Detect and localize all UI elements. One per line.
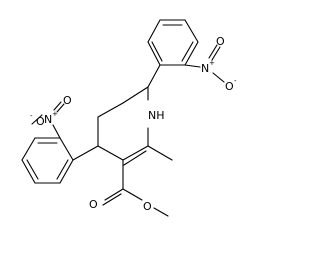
top-nitrophenyl-ring [147,19,199,66]
molecule-structure: N + O O - NH N [21,19,237,217]
top-nitro-minus: - [234,77,237,85]
top-nitro-plus: + [209,59,215,67]
left-nitro-minus: - [30,112,33,120]
left-nitro-plus: + [52,110,58,118]
left-nitro-group: N + O O - [30,94,72,139]
left-nitrophenyl-ring [21,137,99,184]
top-nitro-n: N [201,62,209,75]
ester-o-carbonyl: O [89,198,98,211]
top-nitro-group: N + O O - [184,35,237,93]
left-nitro-o-double: O [63,94,72,107]
central-ring: NH [97,64,165,166]
left-nitro-o-minus: O [36,115,45,128]
ester-o-methoxy: O [143,200,152,213]
methyl-ester-group: O O [89,159,169,217]
top-nitro-o-minus: O [225,80,234,93]
top-nitro-o-double: O [216,35,225,48]
left-nitro-n: N [44,113,52,126]
ring-nh: NH [148,109,165,122]
methyl-group [147,145,173,161]
